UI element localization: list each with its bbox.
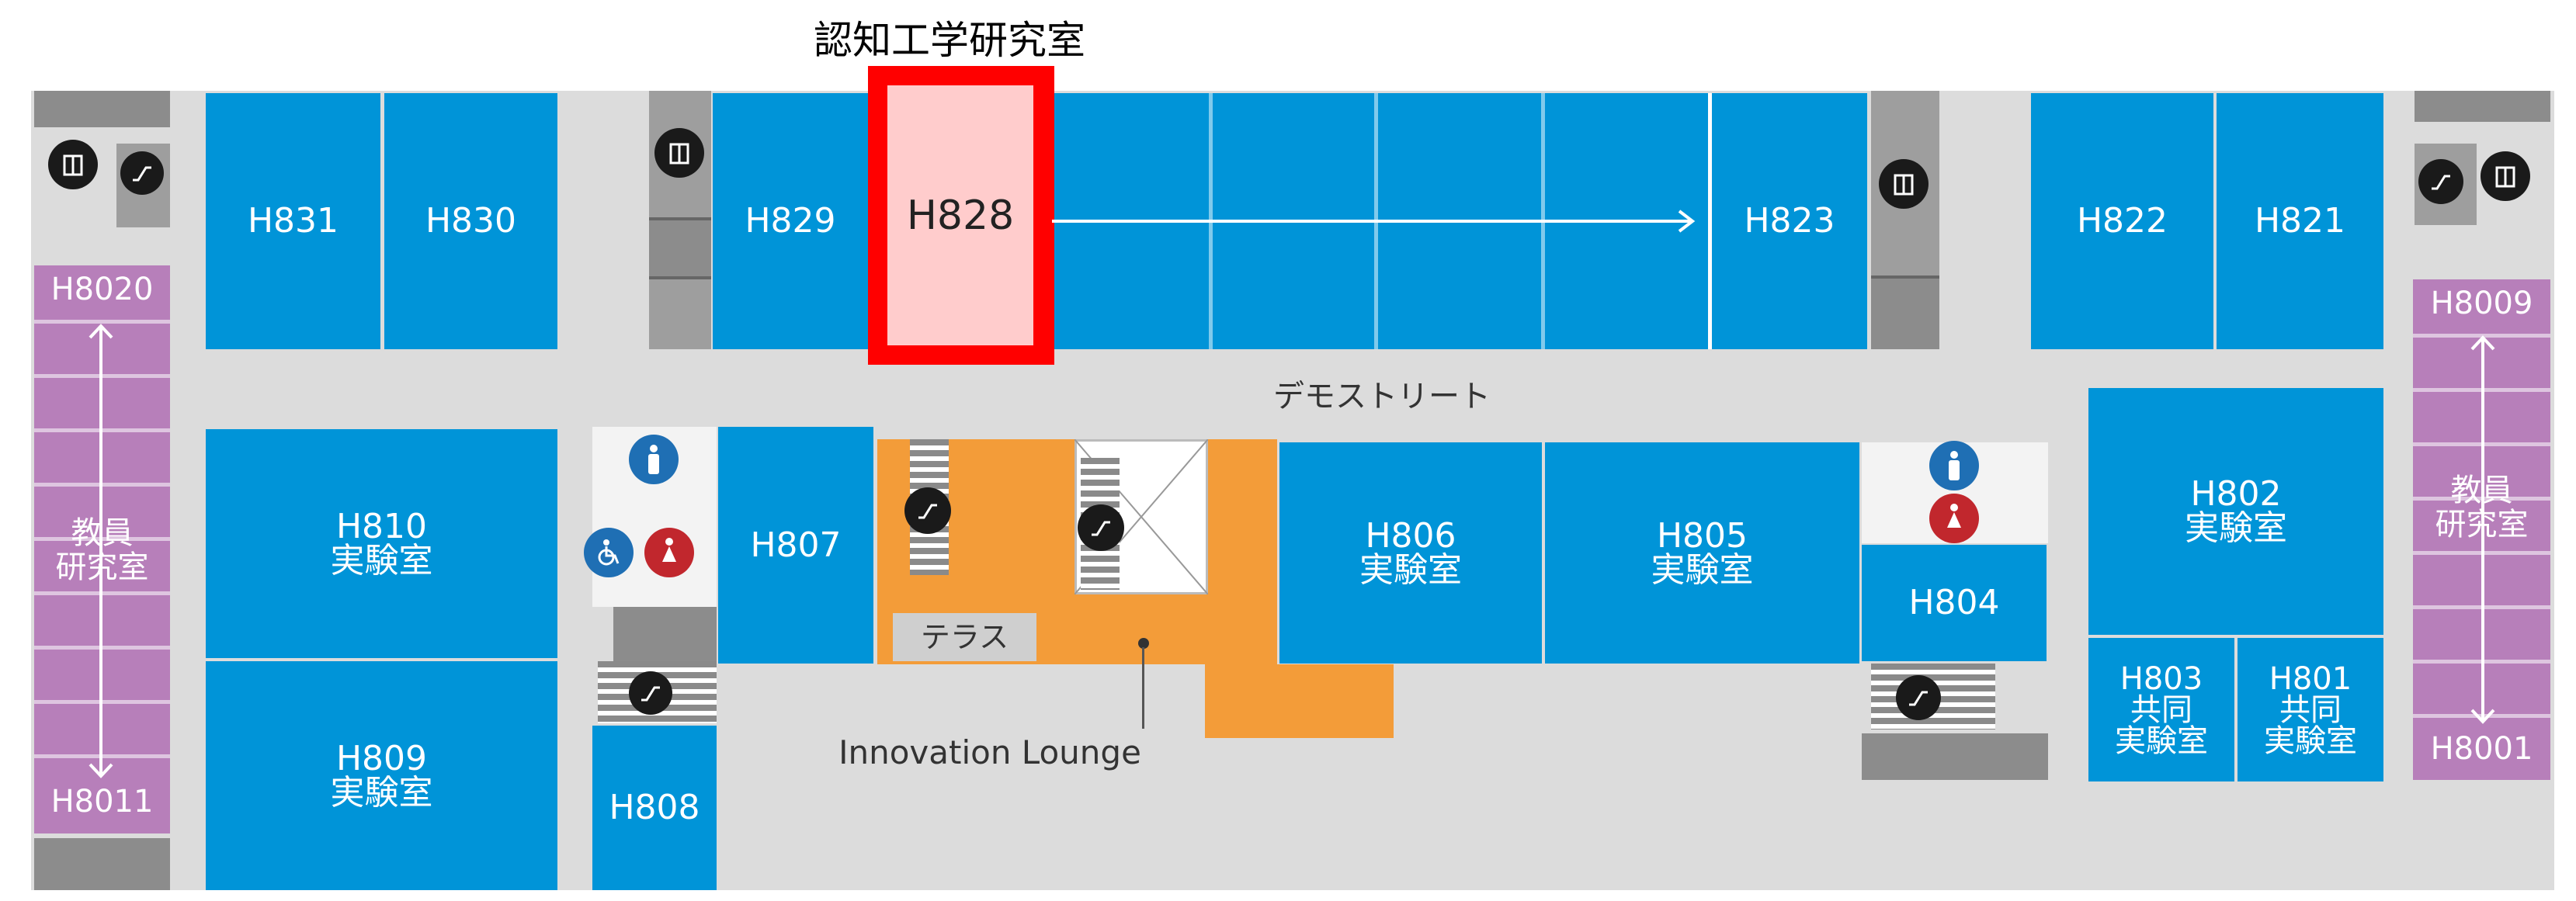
restroom-left-gray: [613, 607, 717, 661]
lounge-pointer-line: [1142, 647, 1144, 729]
room-h810[interactable]: H810 実験室: [206, 429, 557, 658]
street-label: デモストリート: [1273, 379, 1491, 414]
escalator-icon: [1896, 675, 1941, 720]
room-h806[interactable]: H806 実験室: [1279, 442, 1542, 664]
elevator-icon: [654, 128, 704, 178]
corridor-top-left: [167, 91, 206, 890]
escalator-icon: [904, 487, 951, 534]
elevator-icon: [2481, 151, 2530, 201]
room-h809[interactable]: H809 実験室: [206, 661, 557, 890]
room-h805[interactable]: H805 実験室: [1545, 442, 1859, 664]
divider-4: [1708, 93, 1712, 349]
faculty-left-arrow: [89, 324, 113, 778]
innovation-lounge-ext: [1205, 664, 1394, 738]
room-h803[interactable]: H803 共同 実験室: [2088, 638, 2234, 781]
lounge-pointer-dot: [1138, 638, 1149, 649]
lab-title: 認知工学研究室: [814, 18, 1085, 63]
room-h821[interactable]: H821: [2217, 93, 2383, 349]
faculty-right-arrow: [2470, 335, 2495, 724]
room-h801[interactable]: H801 共同 実験室: [2238, 638, 2383, 781]
elevator-icon: [1879, 159, 1929, 209]
lounge-label: Innovation Lounge: [838, 733, 1141, 771]
elevator-split-1: [649, 217, 711, 279]
left-top-gray: [34, 91, 170, 127]
elevator-icon: [48, 140, 98, 189]
escalator-icon: [1078, 504, 1124, 551]
room-h8009[interactable]: H8009: [2430, 286, 2533, 321]
room-h822[interactable]: H822: [2031, 93, 2213, 349]
room-h830[interactable]: H830: [384, 93, 557, 349]
room-h823[interactable]: H823: [1712, 93, 1867, 349]
restroom-female-icon: [644, 528, 694, 577]
room-h804[interactable]: H804: [1862, 545, 2047, 661]
room-h831[interactable]: H831: [206, 93, 380, 349]
right-top-gray: [2415, 91, 2550, 122]
restroom-male-icon: [629, 435, 679, 484]
room-h828[interactable]: H828: [887, 85, 1033, 345]
right-bottom-gray: [1862, 733, 2048, 780]
escalator-icon: [120, 151, 164, 195]
left-bottom-gray: [34, 838, 170, 890]
room-h808[interactable]: H808: [592, 726, 717, 890]
restroom-male-icon: [1929, 441, 1979, 490]
room-h8011[interactable]: H8011: [50, 784, 154, 820]
room-h829[interactable]: H829: [713, 93, 868, 349]
restroom-female-icon: [1929, 494, 1979, 543]
escalator-icon: [629, 671, 672, 715]
room-h807[interactable]: H807: [718, 427, 873, 664]
elevator-right-lower: [1871, 275, 1939, 349]
escalator-icon: [2418, 159, 2463, 204]
room-h8020[interactable]: H8020: [50, 272, 154, 307]
terrace[interactable]: テラス: [893, 613, 1036, 661]
room-h8001[interactable]: H8001: [2430, 731, 2533, 767]
wheelchair-icon: [584, 528, 634, 577]
arrow-right-icon: [1052, 210, 1696, 233]
room-h802[interactable]: H802 実験室: [2088, 388, 2383, 635]
